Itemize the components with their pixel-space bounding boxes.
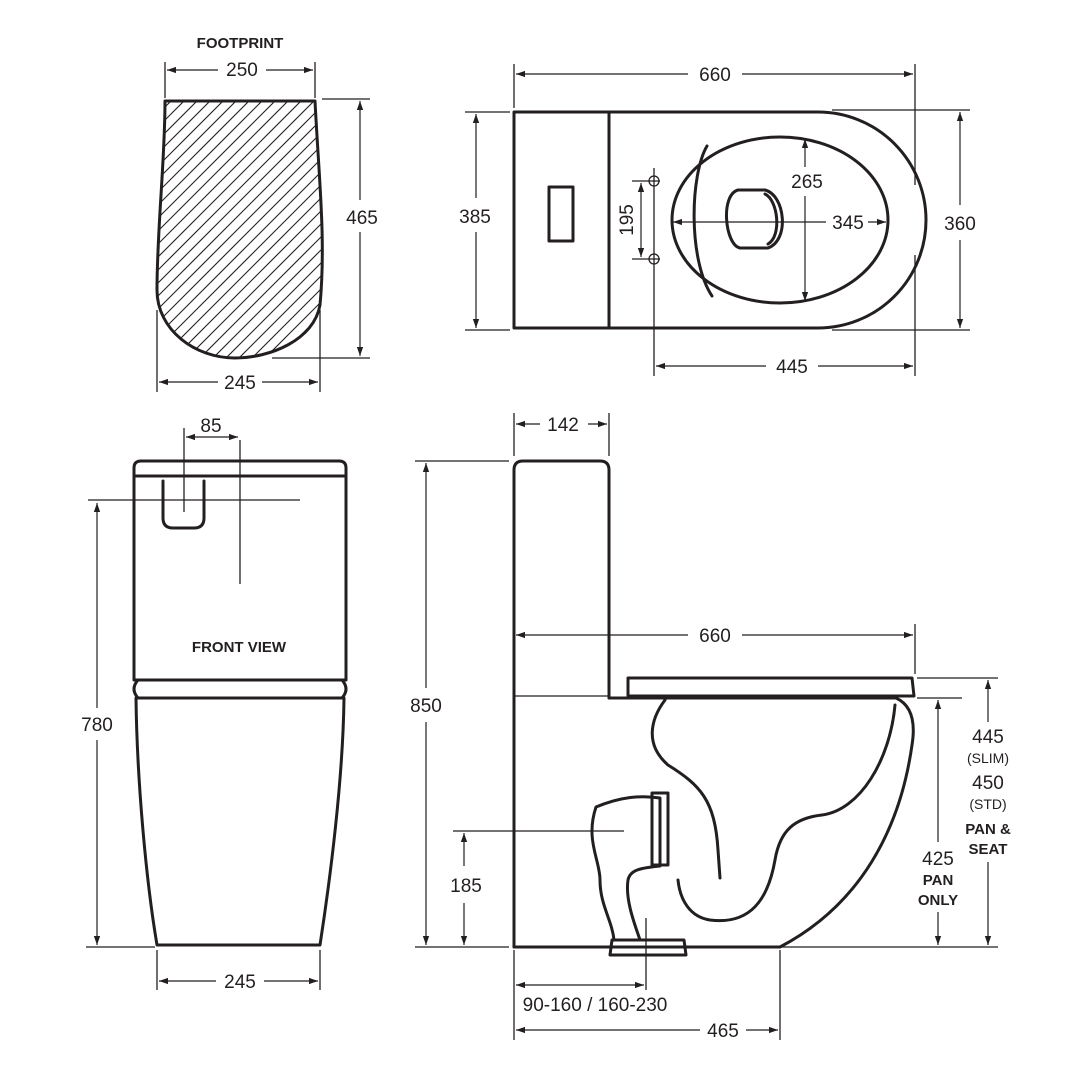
hatch-line [239,101,323,358]
dim-side-tank-depth: 142 [547,415,579,436]
hatch-line [157,101,323,358]
hatch-line [157,101,323,358]
label-pan: PAN [923,872,954,889]
dim-pan-width: 360 [944,214,976,235]
dim-top-width: 660 [699,65,731,86]
side-view: 142 660 850 185 90-160 / 160-230 465 445 [410,413,1011,1042]
outlet-collar [650,791,670,867]
front-view-label: FRONT VIEW [192,639,287,656]
hatch-line [157,101,261,358]
hatch-line [200,101,323,358]
dim-tank-depth: 385 [459,207,491,228]
tank-seal [132,678,348,700]
dim-bowl-depth: 265 [791,172,823,193]
label-std: (STD) [969,796,1006,812]
dim-seat-std: 450 [972,773,1004,794]
hatch-line [174,101,323,358]
hatch-line [157,101,323,358]
footprint-label: FOOTPRINT [197,35,284,52]
hatch-line [157,101,222,358]
hatch-line [157,101,323,358]
dim-setout-range: 90-160 / 160-230 [523,995,668,1016]
hatch-line [157,101,235,358]
dim-bowl-width: 345 [832,213,864,234]
front-view: 85 FRONT VIEW 780 245 [81,416,348,993]
dim-footprint-top: 250 [226,60,258,81]
hatch-line [157,101,323,358]
label-seat: SEAT [969,841,1008,858]
seat-outline [670,135,890,305]
dim-side-height: 850 [410,696,442,717]
hatch-line [157,101,183,358]
outlet-connector [590,795,662,942]
hatch-line [0,90,143,370]
seat-profile [626,676,916,698]
hatch-line [161,101,323,358]
hatch-line [213,101,323,358]
flush-button [547,185,575,243]
footprint-view: FOOTPRINT 250 465 245 [0,35,378,394]
dim-seat-slim: 445 [972,727,1004,748]
hatch-line [252,101,323,358]
dim-pan-length: 445 [776,357,808,378]
dim-footprint-height: 465 [346,208,378,229]
hatch-line [157,101,209,358]
pan-body [134,696,346,947]
dim-hole-spacing: 195 [617,204,638,236]
tank-lid [132,459,348,478]
hatch-line [157,101,313,358]
dim-outlet-height: 185 [450,876,482,897]
hatch-line [157,101,274,358]
bowl-outlet [725,188,784,250]
hatch-line [157,101,248,358]
hatch-line [187,101,323,358]
pan-profile [778,696,915,949]
dim-pan-only: 425 [922,849,954,870]
dim-front-height: 780 [81,715,113,736]
label-only: ONLY [918,892,958,909]
button-recess [161,479,206,530]
dim-side-length: 660 [699,626,731,647]
hatch-line [157,101,170,358]
dim-base-length: 465 [707,1021,739,1042]
trap-path [650,698,897,923]
hatch-line [0,90,156,370]
top-view: 195 660 385 265 345 360 445 [459,64,976,378]
hatch-line [157,101,287,358]
hatch-line [157,101,323,358]
hatch-line [157,101,323,358]
hatch-line [157,101,323,358]
label-pan-and: PAN & [965,821,1011,838]
dim-footprint-bottom: 245 [224,373,256,394]
side-tank [512,459,611,700]
dim-front-width: 245 [224,972,256,993]
top-view-outline [512,110,928,330]
footprint-outline [155,99,324,360]
hatch-line [0,90,130,370]
label-slim: (SLIM) [967,750,1009,766]
dim-button-offset: 85 [200,416,221,437]
hatch-line [226,101,323,358]
